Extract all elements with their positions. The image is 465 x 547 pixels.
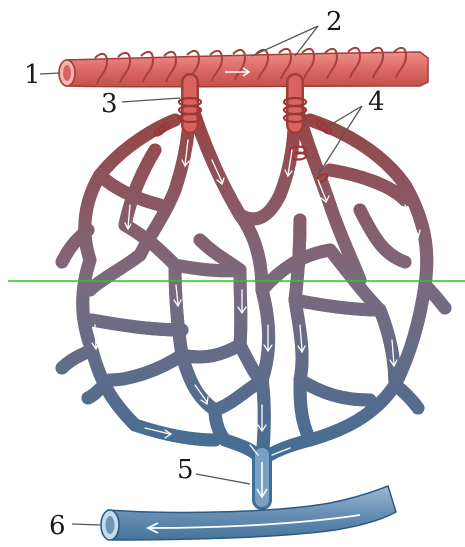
arteriole [59, 48, 428, 87]
venule-stem [257, 455, 267, 500]
label-6: 6 [49, 511, 66, 541]
label-4: 4 [368, 87, 385, 117]
metarterioles [190, 82, 295, 125]
label-3: 3 [101, 89, 118, 119]
label-2: 2 [326, 7, 343, 37]
vein [101, 486, 396, 540]
label-1: 1 [24, 60, 41, 90]
label-5: 5 [177, 455, 194, 485]
capillary-network [62, 100, 445, 460]
